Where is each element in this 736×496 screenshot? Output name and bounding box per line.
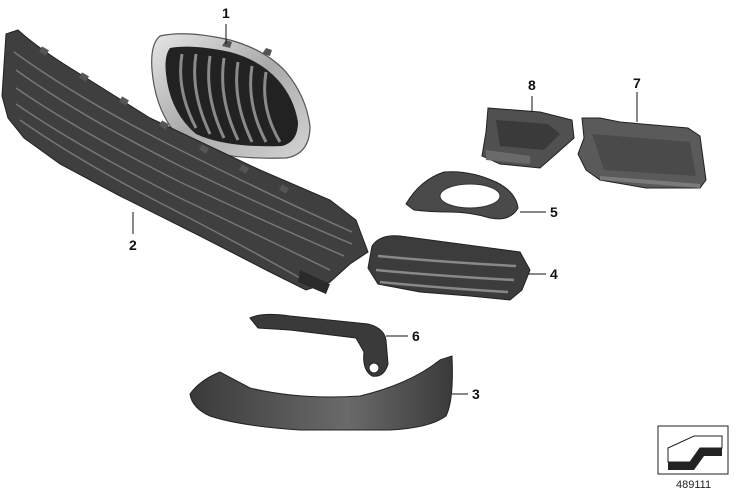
callout-4: 4 — [550, 266, 558, 282]
callout-5: 5 — [550, 204, 558, 220]
callout-8: 8 — [528, 77, 536, 93]
part-2-lower-grille — [1, 29, 369, 294]
callout-7: 7 — [633, 75, 641, 91]
part-1-kidney-grille — [151, 33, 311, 159]
part-7-air-duct-large — [577, 117, 707, 189]
document-number: 489111 — [676, 479, 712, 491]
leader-lines — [132, 24, 638, 395]
document-icon — [657, 425, 729, 475]
part-6-trim-strip — [249, 313, 389, 377]
part-8-air-duct — [481, 107, 575, 169]
callout-2: 2 — [129, 237, 137, 253]
part-3-lower-trim — [189, 355, 453, 431]
callout-1: 1 — [222, 5, 230, 21]
part-4-side-grille — [367, 235, 531, 301]
part-5-fog-light-trim — [405, 171, 519, 220]
callout-3: 3 — [472, 386, 480, 402]
callout-6: 6 — [412, 328, 420, 344]
